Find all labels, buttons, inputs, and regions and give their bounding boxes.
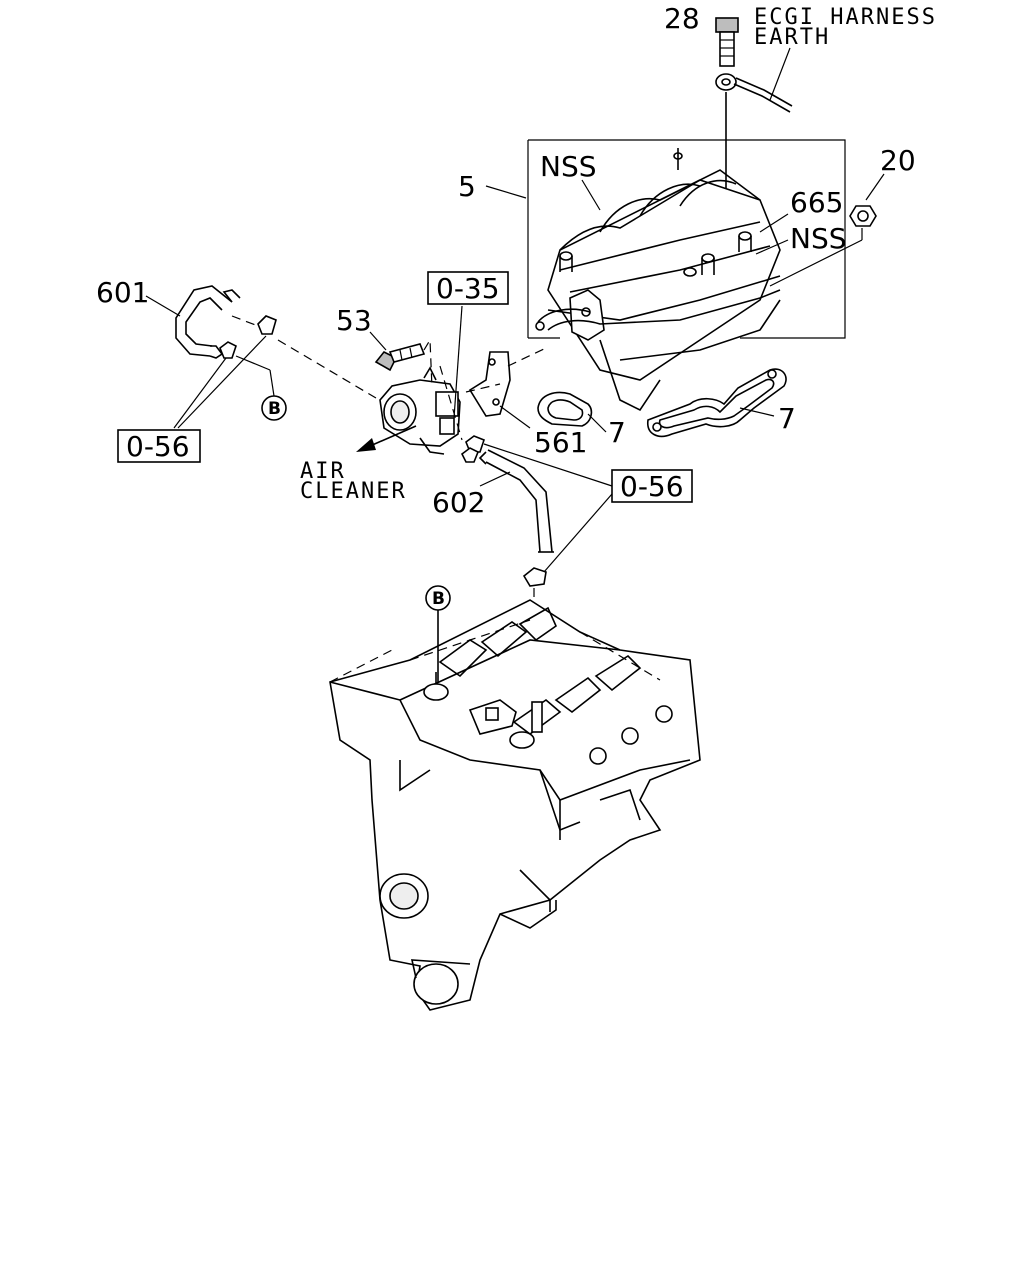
callout-53: 53 [336,304,372,337]
hose-clamp-upper-602[interactable] [460,435,485,463]
ref-box-0-56-left[interactable]: 0-56 [117,429,201,463]
bolt-28[interactable] [715,17,739,67]
nut-20[interactable] [849,205,877,227]
callout-5: 5 [458,170,476,203]
gasket-7-right[interactable] [647,368,787,438]
callout-561: 561 [534,426,587,459]
callout-nss-top: NSS [540,150,597,183]
air-cleaner-label-line2: CLEANER [300,479,407,504]
hose-clamp-lower-601[interactable] [219,341,237,359]
air-cleaner-label-line1: AIR [300,459,346,484]
hose-602[interactable] [478,449,554,553]
circle-b-upper: B [261,395,287,421]
intake-manifold-assembly[interactable] [527,139,846,412]
ref-0-56-right-label: 0-56 [620,470,684,503]
throttle-body[interactable] [379,366,461,455]
callout-601: 601 [96,276,149,309]
callout-20: 20 [880,144,916,177]
harness-label-line2: EARTH [754,25,830,50]
ref-box-0-56-right[interactable]: 0-56 [611,469,693,503]
manifold-gasket-665 [535,289,781,331]
circle-b-upper-label: B [268,399,281,419]
hose-clamp-upper-601[interactable] [257,315,277,335]
gasket-7-center[interactable] [537,391,593,427]
throttle-flange [569,289,605,341]
manifold-mount-flange [423,683,535,749]
callout-28: 28 [664,2,700,35]
gasket-561[interactable] [468,351,511,417]
harness-label-line1: ECGI HARNESS [754,5,937,30]
ref-0-56-left-label: 0-56 [126,430,190,463]
ref-0-35-label: 0-35 [436,272,500,305]
air-cleaner-arrow-icon [356,425,417,452]
engine-block [329,599,701,1011]
callout-665: 665 [790,186,843,219]
circle-b-lower-label: B [432,589,445,609]
ref-box-0-35[interactable]: 0-35 [427,271,509,305]
hose-clamp-lower-602[interactable] [522,567,547,587]
circle-b-lower: B [425,585,451,611]
intake-ports [438,606,642,735]
stud-bolts [559,231,752,277]
callout-7-center: 7 [608,416,626,449]
harness-earth-terminal[interactable] [715,47,793,113]
bolt-53[interactable] [374,343,426,372]
callout-602: 602 [432,486,485,519]
callout-nss-right: NSS [790,222,847,255]
callout-7-right: 7 [778,402,796,435]
